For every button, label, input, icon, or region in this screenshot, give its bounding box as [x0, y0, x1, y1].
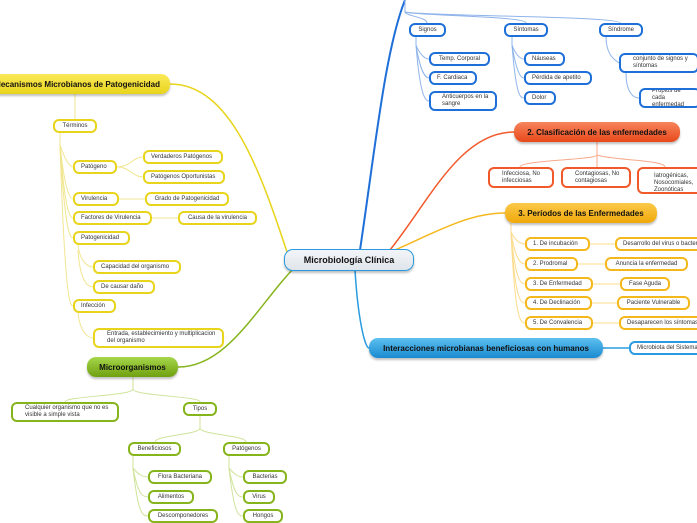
- periodo-stage[interactable]: 3. De Enfermedad: [525, 277, 593, 291]
- patogenos-node[interactable]: Patógenos: [223, 442, 270, 456]
- beneficiosos-item[interactable]: Descomponedores: [148, 509, 218, 523]
- patogenos-item[interactable]: Bacterias: [243, 470, 287, 484]
- sintomas-node[interactable]: Síntomas: [504, 23, 548, 37]
- infeccion-node[interactable]: Infección: [73, 299, 116, 313]
- central-topic[interactable]: Microbiología Clínica: [284, 249, 414, 271]
- terminos-node[interactable]: Términos: [53, 119, 97, 133]
- patogeno-node[interactable]: Patógeno: [73, 160, 117, 174]
- patogeno-item[interactable]: Patógenos Oportunistas: [143, 170, 225, 184]
- clasificacion-item[interactable]: Iatrogénicas, Nosocomiales, Zoonóticas: [637, 167, 697, 194]
- signos-node[interactable]: Signos: [409, 23, 446, 37]
- clasificacion-item[interactable]: Contagiosas, No contagiosas: [561, 167, 631, 188]
- periodos-topic[interactable]: 3. Períodos de las Enfermedades: [505, 203, 657, 223]
- mecanismos-topic[interactable]: Mecanismos Microbianos de Patogenicidad: [0, 74, 170, 94]
- periodo-stage[interactable]: 5. De Convalencia: [525, 316, 593, 330]
- patogenos-item[interactable]: Virus: [243, 490, 275, 504]
- signos-item[interactable]: Temp. Corporal: [429, 52, 490, 66]
- sindrome-item[interactable]: conjunto de signos y síntomas: [619, 53, 697, 73]
- patogenicidad-item[interactable]: Capacidad del organismo: [93, 260, 181, 274]
- factores-node[interactable]: Factores de Virulencia: [73, 211, 152, 225]
- clasificacion-item[interactable]: Infecciosa, No infecciosas: [488, 167, 554, 188]
- beneficiosos-node[interactable]: Beneficiosos: [128, 442, 181, 456]
- periodo-detail[interactable]: Desaparecen los síntomas: [619, 316, 697, 330]
- clasificacion-topic[interactable]: 2. Clasificación de las enfermedades: [514, 122, 680, 142]
- factores-item[interactable]: Causa de la virulencia: [178, 211, 257, 225]
- periodo-detail[interactable]: Anuncia la enfermedad: [605, 257, 688, 271]
- periodo-detail[interactable]: Fase Aguda: [620, 277, 670, 291]
- virulencia-node[interactable]: Virulencia: [73, 192, 119, 206]
- sintomas-item[interactable]: Pérdida de apetito: [524, 71, 592, 85]
- sintomas-item[interactable]: Dolor: [524, 91, 556, 105]
- signos-item[interactable]: F. Cardiaca: [429, 71, 477, 85]
- definicion-node[interactable]: Cualquier organismo que no es visible a …: [11, 402, 119, 422]
- patogeno-item[interactable]: Verdaderos Patógenos: [143, 150, 223, 164]
- sintomas-item[interactable]: Náuseas: [524, 52, 565, 66]
- virulencia-item[interactable]: Grado de Patogenicidad: [145, 192, 229, 206]
- sindrome-node[interactable]: Síndrome: [599, 23, 643, 37]
- periodo-detail[interactable]: Desarrollo del virus o bacteria: [615, 237, 697, 251]
- infeccion-item[interactable]: Entrada, establecimiento y multiplicacio…: [93, 328, 224, 348]
- periodo-detail[interactable]: Paciente Vulnerable: [617, 296, 690, 310]
- beneficiosos-item[interactable]: Alimentos: [148, 490, 194, 504]
- sindrome-item[interactable]: Propios de cada enfermedad: [639, 88, 697, 108]
- periodo-stage[interactable]: 2. Prodromal: [525, 257, 578, 271]
- microorganismos-topic[interactable]: Microorganismos: [87, 357, 178, 377]
- periodo-stage[interactable]: 4. De Declinación: [525, 296, 592, 310]
- beneficiosos-item[interactable]: Flora Bacteriana: [148, 470, 212, 484]
- patogenos-item[interactable]: Hongos: [243, 509, 283, 523]
- signos-item[interactable]: Anticuerpos en la sangre: [429, 91, 497, 111]
- interacciones-item[interactable]: Microbiota del Sistema: [629, 341, 697, 355]
- tipos-node[interactable]: Tipos: [183, 402, 217, 416]
- patogenicidad-item[interactable]: De causar daño: [93, 280, 155, 294]
- interacciones-topic[interactable]: Interacciones microbianas beneficiosas c…: [369, 338, 603, 358]
- periodo-stage[interactable]: 1. De incubación: [525, 237, 590, 251]
- patogenicidad-node[interactable]: Patogenicidad: [73, 231, 130, 245]
